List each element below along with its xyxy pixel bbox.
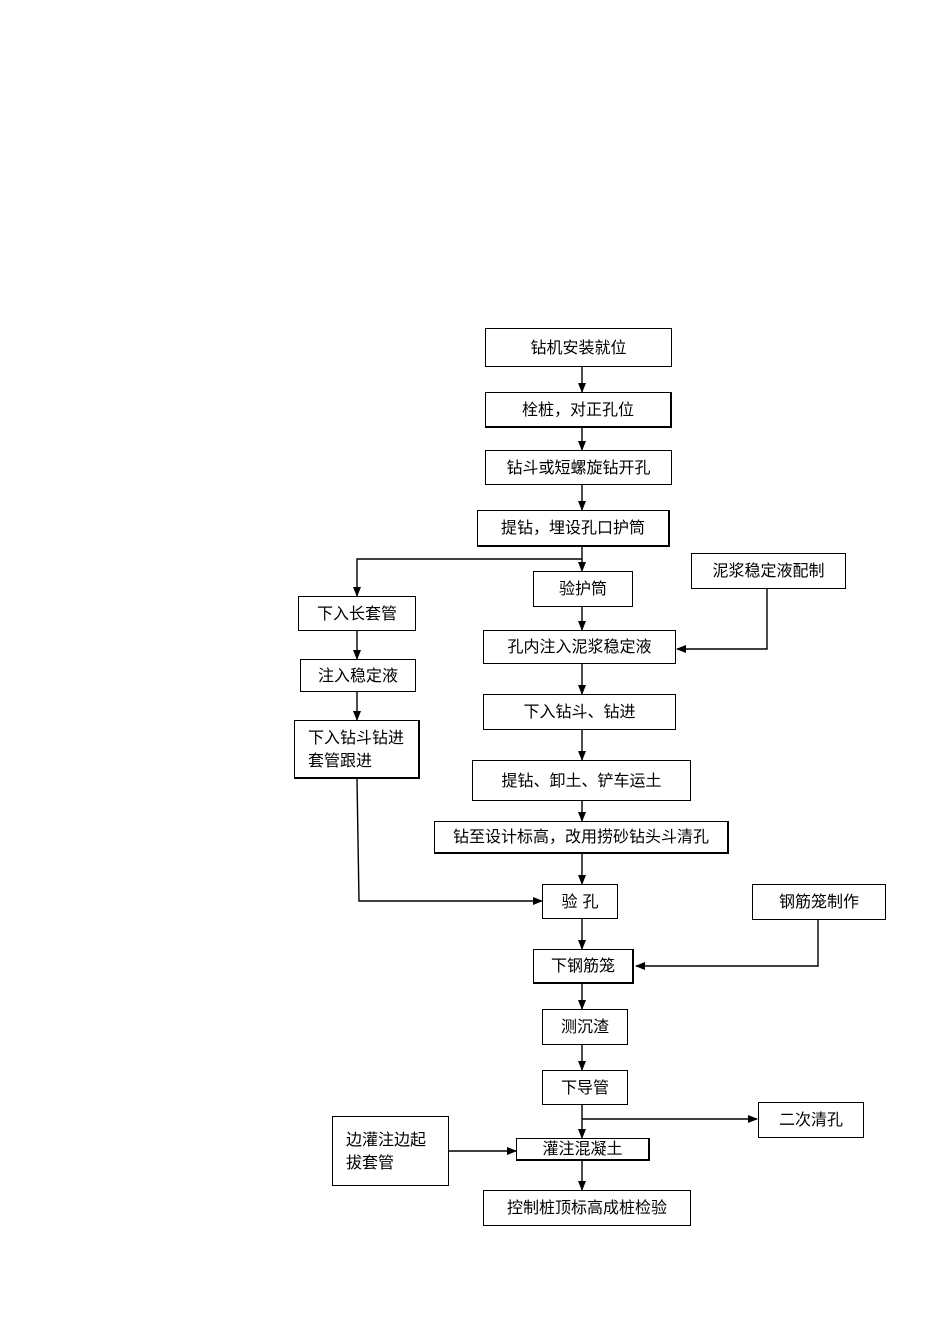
step-mud-preparation: 泥浆稳定液配制 (691, 553, 846, 589)
step-inspect-hole: 验 孔 (542, 884, 618, 919)
arrow-s6-s7 (676, 589, 768, 653)
step-open-hole: 钻斗或短螺旋钻开孔 (485, 450, 672, 485)
branch-drill-with-casing: 下入钻斗钻进 套管跟进 (294, 720, 420, 779)
step-cage-fabrication: 钢筋笼制作 (752, 884, 886, 920)
branch-pour-and-extract: 边灌注边起 拔套管 (332, 1116, 449, 1186)
arrow-b3-s11 (356, 778, 543, 905)
arrow-s12-s13 (635, 920, 819, 970)
step-rig-setup: 钻机安装就位 (485, 328, 672, 367)
arrow-s4-b1 (353, 558, 582, 597)
step-pour-concrete: 灌注混凝土 (516, 1138, 650, 1161)
step-drilling: 下入钻斗、钻进 (483, 694, 676, 730)
step-inspect-casing: 验护筒 (533, 571, 633, 607)
step-inject-mud: 孔内注入泥浆稳定液 (483, 630, 676, 664)
step-lower-tremie: 下导管 (542, 1070, 628, 1105)
step-lower-cage: 下钢筋笼 (533, 949, 634, 984)
step-unload-soil: 提钻、卸土、铲车运土 (472, 760, 691, 801)
step-measure-sediment: 测沉渣 (542, 1009, 628, 1045)
branch-long-casing: 下入长套管 (298, 596, 416, 631)
step-clean-hole: 钻至设计标高，改用捞砂钻头斗清孔 (434, 821, 729, 854)
step-install-casing: 提钻，埋设孔口护筒 (477, 510, 670, 547)
step-secondary-cleaning: 二次清孔 (758, 1102, 864, 1138)
branch-inject-fluid: 注入稳定液 (300, 659, 416, 692)
step-final-inspection: 控制桩顶标高成桩检验 (483, 1190, 691, 1226)
step-stake-align: 栓桩，对正孔位 (485, 392, 672, 428)
